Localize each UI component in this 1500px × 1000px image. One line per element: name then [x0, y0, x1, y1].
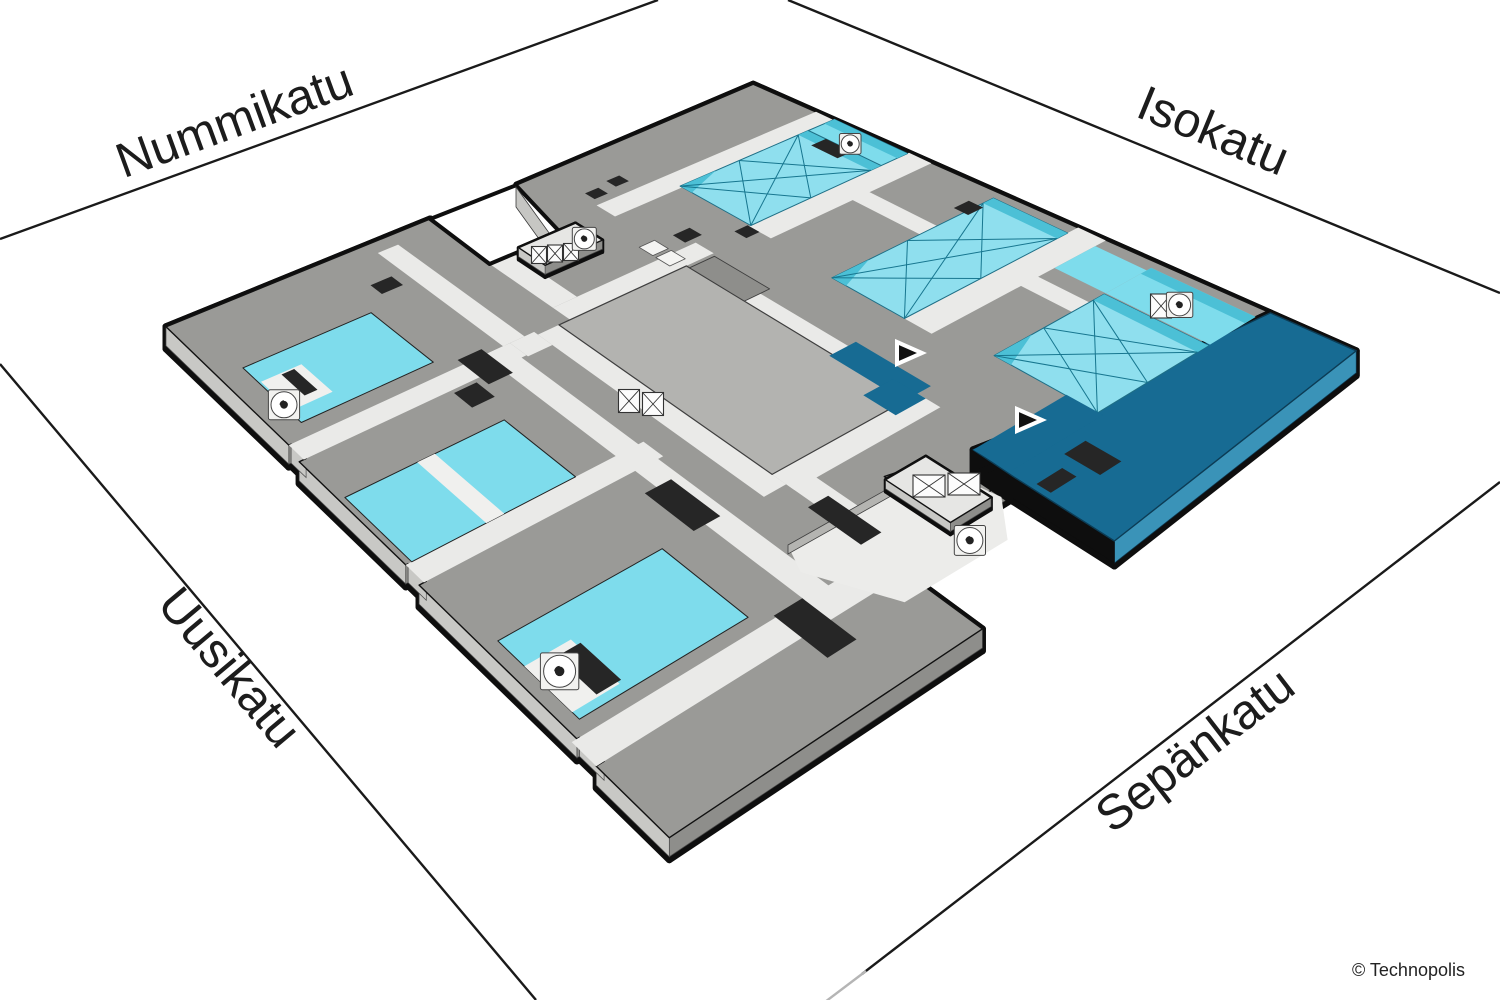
svg-text:© Technopolis: © Technopolis [1352, 960, 1465, 980]
